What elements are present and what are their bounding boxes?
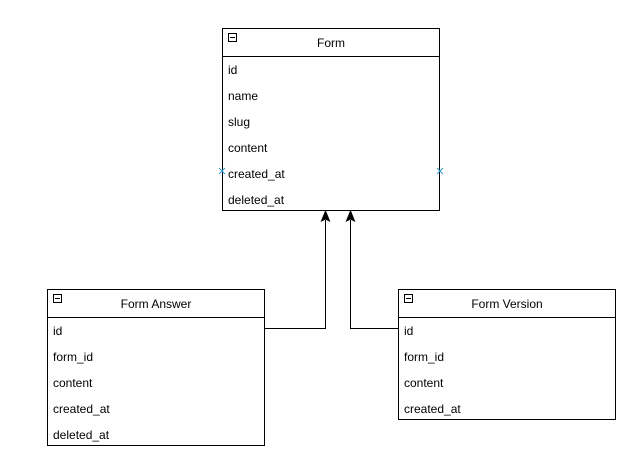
entity-header[interactable]: Form Version [399, 290, 615, 318]
relation-form-answer-to-form [264, 220, 326, 329]
arrowhead-icon [320, 209, 331, 223]
entity-title: Form Answer [120, 296, 192, 311]
entity-form-version[interactable]: Form Version id form_id content created_… [398, 289, 616, 420]
field-item[interactable]: created_at [53, 402, 110, 416]
field-item[interactable]: id [228, 63, 238, 77]
collapse-icon[interactable] [404, 294, 413, 303]
field-item[interactable]: created_at [228, 167, 285, 181]
field-item[interactable]: deleted_at [53, 428, 110, 442]
entity-title: Form Version [471, 296, 543, 311]
field-item[interactable]: content [404, 376, 444, 390]
field-item[interactable]: name [228, 89, 259, 103]
collapse-icon[interactable] [53, 294, 62, 303]
field-item[interactable]: id [53, 324, 63, 338]
field-item[interactable]: content [53, 376, 93, 390]
field-item[interactable]: slug [228, 115, 251, 129]
field-item[interactable]: form_id [404, 350, 445, 364]
field-item[interactable]: id [404, 324, 414, 338]
connection-point-icon[interactable] [436, 167, 444, 175]
entity-header[interactable]: Form Answer [48, 290, 264, 318]
collapse-icon[interactable] [228, 33, 237, 42]
connection-point-icon[interactable] [218, 167, 226, 175]
entity-title: Form [317, 35, 345, 50]
field-item[interactable]: created_at [404, 402, 461, 416]
field-item[interactable]: form_id [53, 350, 94, 364]
field-item[interactable]: content [228, 141, 268, 155]
entity-form[interactable]: Form id name slug content created_at del… [222, 28, 440, 211]
entity-header[interactable]: Form [223, 29, 439, 57]
field-item[interactable]: deleted_at [228, 193, 285, 207]
field-list: id form_id content created_at deleted_at [48, 318, 264, 448]
field-list: id form_id content created_at [399, 318, 615, 422]
entity-form-answer[interactable]: Form Answer id form_id content created_a… [47, 289, 265, 446]
relation-form-version-to-form [350, 220, 399, 329]
field-list: id name slug content created_at deleted_… [223, 57, 439, 213]
arrowhead-icon [345, 209, 356, 223]
